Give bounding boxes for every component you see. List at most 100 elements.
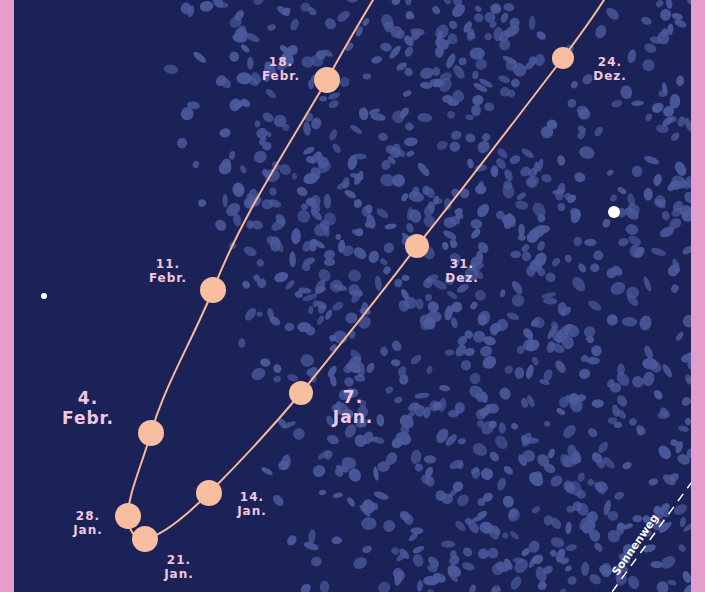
star-cloud (564, 565, 573, 573)
star-cloud (445, 562, 463, 579)
star-cloud (446, 110, 456, 120)
star-cloud (536, 240, 547, 252)
star-cloud (661, 472, 678, 488)
star-cloud (524, 437, 540, 443)
star-cloud (677, 543, 687, 553)
star-cloud (284, 322, 295, 331)
star-cloud (655, 579, 670, 592)
star-cloud (609, 193, 619, 203)
star-cloud (417, 580, 424, 592)
star-cloud (611, 404, 621, 418)
star-cloud (470, 512, 487, 523)
star-cloud (242, 245, 258, 259)
star-cloud (335, 234, 341, 240)
star-cloud (686, 0, 691, 7)
star-cloud (565, 522, 572, 535)
star-cloud (649, 35, 663, 45)
star-cloud (294, 290, 303, 299)
star-cloud (653, 197, 667, 210)
star-cloud (626, 49, 637, 64)
star-cloud (476, 181, 485, 193)
position-dots (115, 47, 574, 552)
star-cloud (355, 228, 364, 237)
star-cloud (486, 0, 498, 1)
star-cloud (576, 489, 587, 499)
star-cloud (404, 121, 416, 132)
star-cloud (346, 354, 364, 371)
star-cloud (587, 572, 602, 587)
star-cloud (606, 168, 615, 177)
star-cloud (286, 373, 299, 382)
star-cloud (403, 66, 415, 78)
star-cloud (494, 559, 511, 574)
star-cloud (299, 582, 313, 592)
star-cloud (471, 104, 482, 116)
star-cloud (424, 455, 437, 464)
star-cloud (326, 433, 341, 445)
star-cloud (447, 19, 458, 30)
date-label: 28. Jan. (73, 510, 103, 538)
star-cloud (570, 274, 589, 293)
star-cloud (673, 160, 689, 178)
star-cloud (682, 314, 691, 328)
star-cloud (503, 168, 515, 182)
star-cloud (439, 384, 451, 392)
star-cloud (518, 164, 533, 178)
star-cloud (390, 339, 403, 353)
star-cloud (499, 289, 506, 298)
star-cloud (469, 227, 482, 240)
date-label: 18. Febr. (262, 56, 300, 84)
star-cloud (419, 66, 435, 80)
star-cloud (351, 228, 363, 238)
star-chart (14, 0, 691, 592)
star-cloud (449, 240, 458, 249)
star-cloud (509, 530, 521, 541)
star-cloud (379, 172, 397, 188)
star-cloud (469, 372, 482, 385)
star-cloud (396, 148, 406, 159)
star-cloud (443, 38, 451, 46)
star-cloud (251, 0, 268, 7)
star-cloud (686, 448, 691, 459)
star-cloud (291, 228, 302, 245)
star-cloud (423, 576, 439, 586)
star-cloud (516, 191, 528, 202)
star-cloud (566, 193, 578, 205)
star-cloud (488, 450, 501, 463)
star-cloud (502, 183, 516, 199)
star-cloud (191, 160, 200, 169)
star-cloud (526, 469, 546, 489)
star-cloud (656, 443, 674, 461)
star-cloud (510, 251, 521, 259)
star-cloud (328, 99, 340, 110)
star-cloud (214, 73, 228, 88)
star-cloud (353, 198, 363, 208)
star-cloud (621, 461, 632, 471)
star-cloud (542, 462, 557, 475)
star-cloud (562, 479, 575, 493)
star-cloud (494, 209, 506, 221)
star-cloud (247, 57, 254, 70)
star-cloud (576, 105, 589, 115)
star-cloud (405, 13, 414, 19)
star-cloud (490, 328, 499, 337)
star-cloud (399, 288, 410, 302)
star-cloud (302, 256, 316, 267)
star-cloud (499, 12, 509, 24)
star-cloud (628, 417, 638, 427)
star-cloud (318, 489, 326, 496)
star-cloud (691, 377, 692, 393)
star-cloud (491, 165, 499, 177)
star-cloud (643, 42, 658, 55)
star-cloud (564, 254, 573, 263)
star-cloud (289, 18, 301, 32)
star-cloud (335, 464, 350, 474)
star-cloud (549, 516, 564, 531)
star-cloud (414, 392, 430, 399)
star-cloud (665, 0, 673, 10)
star-cloud (542, 564, 555, 576)
star-cloud (218, 127, 231, 139)
star-cloud (308, 306, 314, 315)
star-cloud (686, 377, 691, 384)
star-cloud (394, 396, 403, 404)
